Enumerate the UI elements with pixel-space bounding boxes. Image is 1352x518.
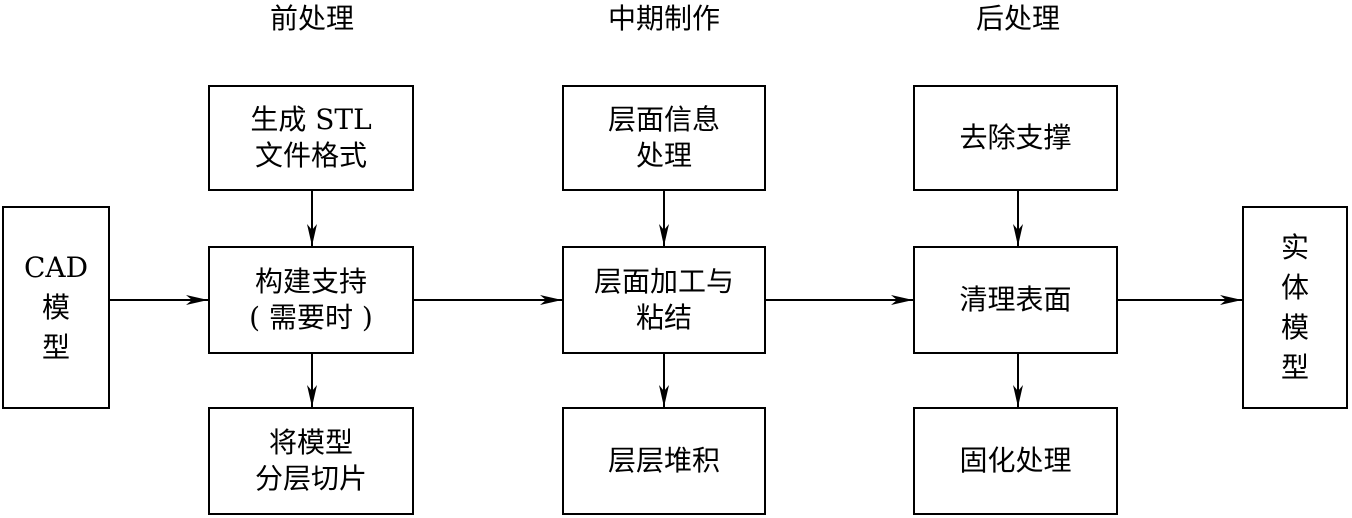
box-layer-info: 层面信息 处理 bbox=[562, 85, 766, 191]
box-layer-process-line-2: 粘结 bbox=[635, 301, 692, 334]
box-support-line-2: ( 需要时 ) bbox=[249, 301, 373, 334]
box-stl-line-2: 文件格式 bbox=[254, 139, 367, 172]
box-solid-line-1: 实 bbox=[1280, 230, 1309, 264]
box-layer-process: 层面加工与 粘结 bbox=[562, 246, 766, 354]
box-build-support: 构建支持 ( 需要时 ) bbox=[208, 246, 414, 354]
box-solid-line-3: 模 bbox=[1280, 310, 1309, 344]
box-slice-line-1: 将模型 bbox=[268, 426, 353, 459]
box-solid-line-4: 型 bbox=[1280, 350, 1309, 384]
box-cad-line-1: CAD bbox=[23, 250, 89, 284]
stage-title-pre: 前处理 bbox=[269, 2, 354, 35]
box-slice-model: 将模型 分层切片 bbox=[208, 407, 414, 515]
box-cad-model: CAD 模 型 bbox=[2, 206, 110, 409]
stage-title-mid: 中期制作 bbox=[607, 2, 720, 35]
box-clean-line-1: 清理表面 bbox=[959, 283, 1072, 316]
box-slice-line-2: 分层切片 bbox=[254, 462, 367, 495]
box-cad-line-3: 型 bbox=[41, 330, 70, 364]
box-layer-process-line-1: 层面加工与 bbox=[593, 265, 734, 298]
box-layer-info-line-2: 处理 bbox=[635, 139, 692, 172]
box-stl-line-1: 生成 STL bbox=[250, 103, 372, 136]
box-layer-stack: 层层堆积 bbox=[562, 407, 766, 515]
box-clean-surface: 清理表面 bbox=[913, 246, 1118, 354]
box-solid-model: 实 体 模 型 bbox=[1242, 206, 1348, 409]
box-stack-line-1: 层层堆积 bbox=[607, 444, 720, 477]
box-solid-line-2: 体 bbox=[1280, 270, 1309, 304]
box-support-line-1: 构建支持 bbox=[254, 265, 367, 298]
box-remove-support: 去除支撑 bbox=[913, 85, 1118, 191]
box-layer-info-line-1: 层面信息 bbox=[607, 103, 720, 136]
box-cure: 固化处理 bbox=[913, 407, 1118, 515]
box-remove-line-1: 去除支撑 bbox=[959, 121, 1072, 154]
box-cad-line-2: 模 bbox=[41, 290, 70, 324]
box-cure-line-1: 固化处理 bbox=[959, 444, 1072, 477]
box-generate-stl: 生成 STL 文件格式 bbox=[208, 85, 414, 191]
stage-title-post: 后处理 bbox=[975, 2, 1060, 35]
